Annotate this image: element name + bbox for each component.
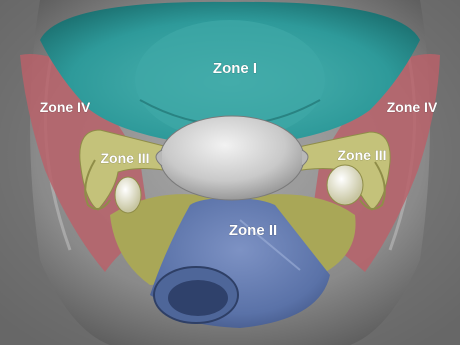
rectum-opening-inner bbox=[168, 280, 228, 316]
uterus bbox=[160, 116, 304, 200]
right-ovary bbox=[327, 165, 363, 205]
left-ovary bbox=[115, 177, 141, 213]
zone-ii-label: Zone II bbox=[229, 222, 277, 239]
zone-iv-left-label: Zone IV bbox=[40, 99, 91, 115]
zone-i-label: Zone I bbox=[213, 60, 257, 77]
zone-iv-right-label: Zone IV bbox=[387, 99, 438, 115]
zone-iii-right-label: Zone III bbox=[338, 147, 387, 163]
zone-iii-left-label: Zone III bbox=[101, 150, 150, 166]
